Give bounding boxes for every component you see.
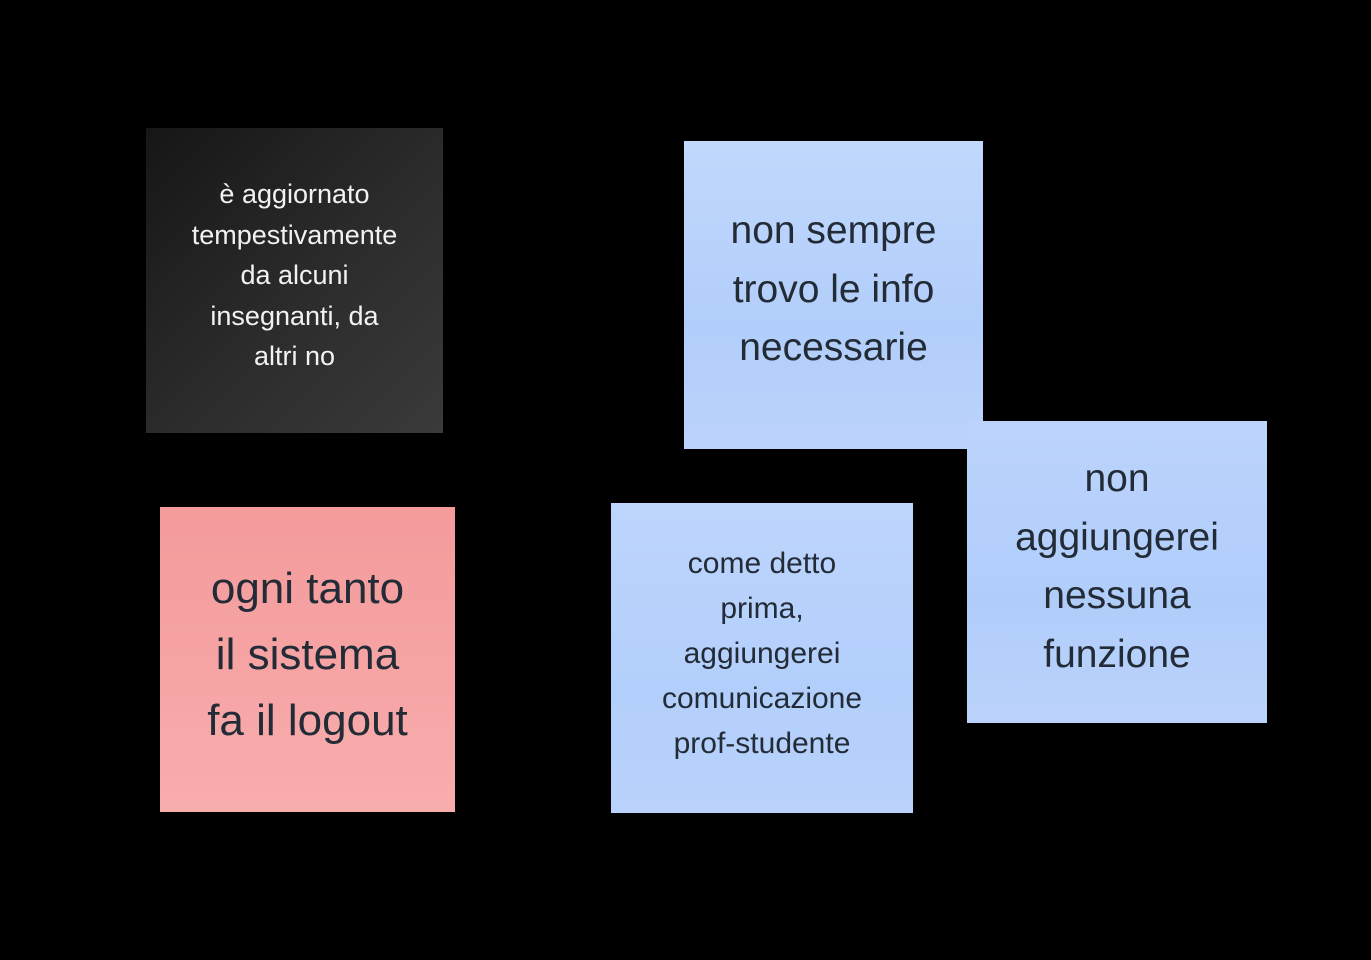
sticky-note-pink[interactable]: ogni tanto il sistema fa il logout (160, 507, 455, 812)
sticky-note-text: è aggiornato tempestivamente da alcuni i… (191, 179, 398, 372)
sticky-note-dark[interactable]: è aggiornato tempestivamente da alcuni i… (146, 128, 443, 433)
sticky-note-text: ogni tanto il sistema fa il logout (207, 563, 408, 745)
sticky-note-text: non aggiungerei nessuna funzione (1015, 457, 1219, 676)
sticky-note-text: non sempre trovo le info necessarie (730, 209, 937, 370)
sticky-note-blue-top[interactable]: non sempre trovo le info necessarie (684, 141, 983, 449)
sticky-note-blue-middle[interactable]: come detto prima, aggiungerei comunicazi… (611, 503, 913, 813)
sticky-note-blue-right[interactable]: non aggiungerei nessuna funzione (967, 421, 1267, 723)
sticky-note-text: come detto prima, aggiungerei comunicazi… (661, 546, 863, 760)
